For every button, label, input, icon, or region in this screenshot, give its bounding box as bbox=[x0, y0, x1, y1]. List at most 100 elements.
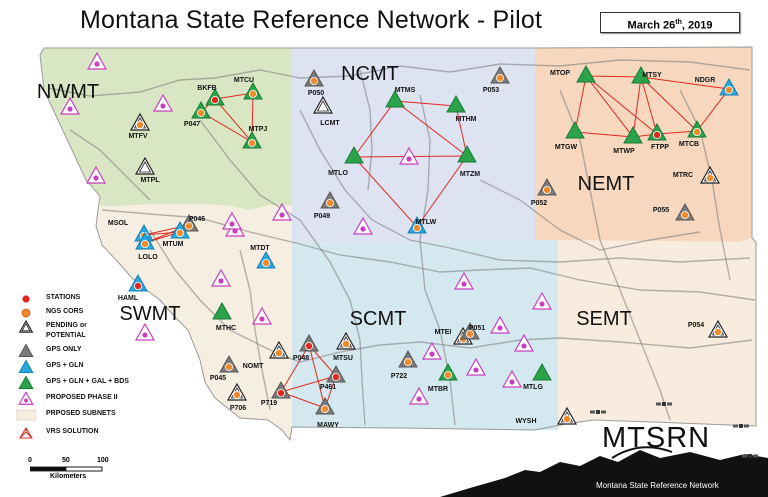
reference-sites: BKFBMTCUP047MTPJMTFVMTPLMSOLP046MTUMLOLO… bbox=[108, 64, 739, 429]
subnet-region-nw bbox=[40, 48, 292, 210]
site-ndgr bbox=[719, 77, 739, 96]
state-outline bbox=[39, 46, 757, 442]
date-box: March 26th, 2019 bbox=[600, 12, 740, 33]
site-label-mtcu: MTCU bbox=[234, 77, 254, 84]
site-wysh bbox=[556, 406, 578, 425]
vrs-line bbox=[280, 375, 337, 393]
site-label-p051: P051 bbox=[469, 325, 485, 332]
site-p722 bbox=[398, 349, 418, 368]
legend-label: STATIONS bbox=[46, 294, 81, 301]
satellite-icon bbox=[733, 424, 749, 428]
proposed-site bbox=[18, 391, 34, 405]
site-lolo bbox=[135, 231, 155, 250]
site-label-p722: P722 bbox=[391, 373, 407, 380]
region-label-swmt: SWMT bbox=[119, 303, 180, 325]
proposed-site bbox=[251, 306, 273, 325]
legend-symbol-subnet-icon bbox=[15, 408, 37, 422]
vrs-line bbox=[656, 130, 698, 135]
site-label-mtdt: MTDT bbox=[250, 245, 270, 252]
site-p054 bbox=[707, 319, 729, 338]
subnet-region-se bbox=[558, 238, 756, 430]
site-label-p050: P050 bbox=[308, 90, 324, 97]
logo-subtitle: Montana State Reference Network bbox=[596, 481, 719, 490]
region-label-semt: SEMT bbox=[576, 308, 632, 330]
legend-item-pending: PENDING or bbox=[16, 319, 166, 334]
proposed-site bbox=[210, 268, 232, 287]
site-label-p719: P719 bbox=[261, 400, 277, 407]
legend-symbol-none-icon bbox=[16, 330, 32, 344]
satellite-icon bbox=[742, 454, 758, 458]
site-label-mtfv: MTFV bbox=[128, 133, 147, 140]
site-label-mtcb: MTCB bbox=[679, 141, 699, 148]
legend-label: VRS SOLUTION bbox=[46, 428, 99, 435]
site-mtpj bbox=[242, 130, 262, 149]
legend-symbol-station-icon bbox=[16, 292, 32, 306]
site-label-p055: P055 bbox=[653, 207, 669, 214]
site-mtgw bbox=[565, 120, 585, 139]
site-mtfv bbox=[129, 112, 151, 131]
site-label-nomt: NOMT bbox=[243, 363, 264, 370]
site-p706 bbox=[226, 382, 248, 401]
site-bkfb bbox=[205, 87, 225, 106]
vrs-line bbox=[632, 76, 642, 138]
vrs-line bbox=[585, 75, 642, 78]
site-mtcu bbox=[243, 81, 263, 100]
date-text: March 26 bbox=[627, 19, 676, 32]
site-mtop bbox=[576, 64, 596, 83]
legend-label: PROPOSED PHASE II bbox=[46, 394, 118, 401]
site-mtsy bbox=[631, 65, 651, 84]
site-label-mtsy: MTSY bbox=[642, 72, 662, 79]
vrs-line bbox=[394, 100, 457, 107]
site-p052 bbox=[537, 177, 557, 196]
proposed-site bbox=[421, 341, 443, 360]
swoosh-icon bbox=[611, 446, 673, 459]
subnet-regions bbox=[39, 46, 757, 442]
legend-label: PENDING or bbox=[46, 322, 87, 329]
vrs-line bbox=[640, 76, 730, 90]
legend-item-station: STATIONS bbox=[16, 292, 166, 306]
site-label-p706: P706 bbox=[230, 405, 246, 412]
site-label-mtsu: MTSU bbox=[333, 355, 353, 362]
proposed-site bbox=[152, 93, 174, 112]
vrs-line bbox=[353, 100, 396, 158]
date-suffix: th bbox=[675, 19, 682, 26]
proposed-phase-ii-sites bbox=[59, 51, 553, 405]
site-ftpp bbox=[647, 122, 667, 141]
vrs-line bbox=[696, 88, 730, 132]
page-title: Montana State Reference Network - Pilot bbox=[80, 6, 543, 34]
proposed-site bbox=[501, 369, 523, 388]
site-label-mtrc: MTRC bbox=[673, 172, 693, 179]
site-mtlo bbox=[344, 145, 364, 164]
proposed-site bbox=[134, 322, 156, 341]
site-label-p054: P054 bbox=[688, 322, 704, 329]
site-mtsu bbox=[335, 331, 357, 350]
site-mtpl bbox=[134, 156, 156, 175]
site-label-mtlg: MTLG bbox=[523, 384, 543, 391]
site-mtum bbox=[170, 220, 190, 239]
site-label-ftpp: FTPP bbox=[651, 144, 669, 151]
site-label-mtop: MTOP bbox=[550, 70, 570, 77]
legend-symbol-gps-gln-gal-bds-icon bbox=[16, 375, 34, 390]
proposed-site bbox=[465, 357, 487, 376]
site-label-bkfb: BKFB bbox=[197, 85, 216, 92]
satellite-icon bbox=[656, 402, 672, 406]
road-10 bbox=[479, 179, 701, 251]
vrs-line bbox=[394, 100, 468, 157]
vrs-line bbox=[308, 344, 326, 409]
site-label-msol: MSOL bbox=[108, 220, 129, 227]
site-nomt bbox=[268, 340, 290, 359]
vrs-line bbox=[574, 75, 587, 133]
site-marker bbox=[18, 375, 34, 389]
site-mtdt bbox=[256, 250, 276, 269]
legend-label: GPS ONLY bbox=[46, 346, 82, 353]
site-haml bbox=[128, 273, 148, 292]
legend-symbol-cors-icon bbox=[16, 306, 32, 320]
site-label-p053: P053 bbox=[483, 87, 499, 94]
subnet-region-ne bbox=[535, 47, 752, 242]
site-label-mtei: MTEI bbox=[435, 329, 452, 336]
satellite-icon bbox=[590, 410, 606, 414]
site-mtlg bbox=[532, 362, 552, 381]
legend-item-subnet: PRPOSED SUBNETS bbox=[15, 408, 166, 422]
proposed-site bbox=[352, 216, 374, 235]
region-label-nwmt: NWMT bbox=[37, 81, 99, 103]
